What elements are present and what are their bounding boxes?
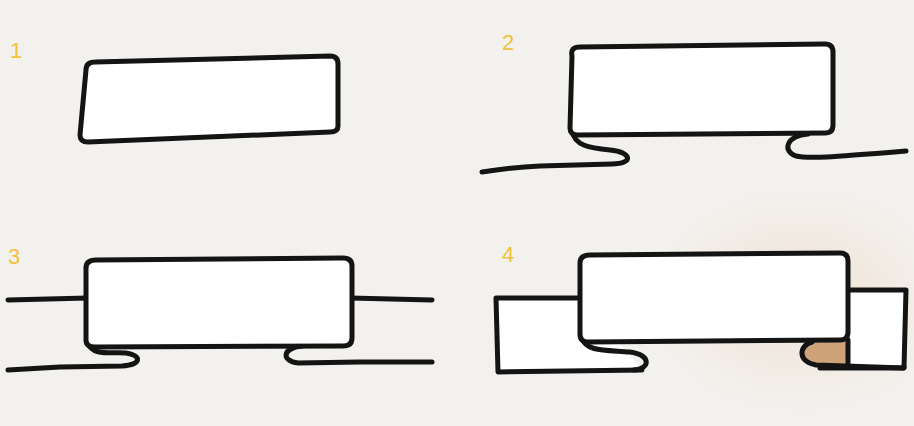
banner-tail bbox=[350, 298, 432, 300]
ribbon-fold bbox=[802, 342, 904, 368]
banner-tail bbox=[8, 298, 88, 300]
banner-rect bbox=[580, 253, 848, 342]
ribbon-fold bbox=[846, 340, 851, 366]
banner-rect bbox=[570, 44, 833, 135]
step-number: 1 bbox=[10, 40, 22, 62]
step-number: 3 bbox=[8, 246, 20, 268]
banner-rect bbox=[86, 258, 352, 347]
banner-rect bbox=[80, 56, 338, 142]
banner-tail bbox=[788, 134, 906, 157]
step-number: 2 bbox=[502, 32, 514, 54]
step-number: 4 bbox=[502, 244, 514, 266]
